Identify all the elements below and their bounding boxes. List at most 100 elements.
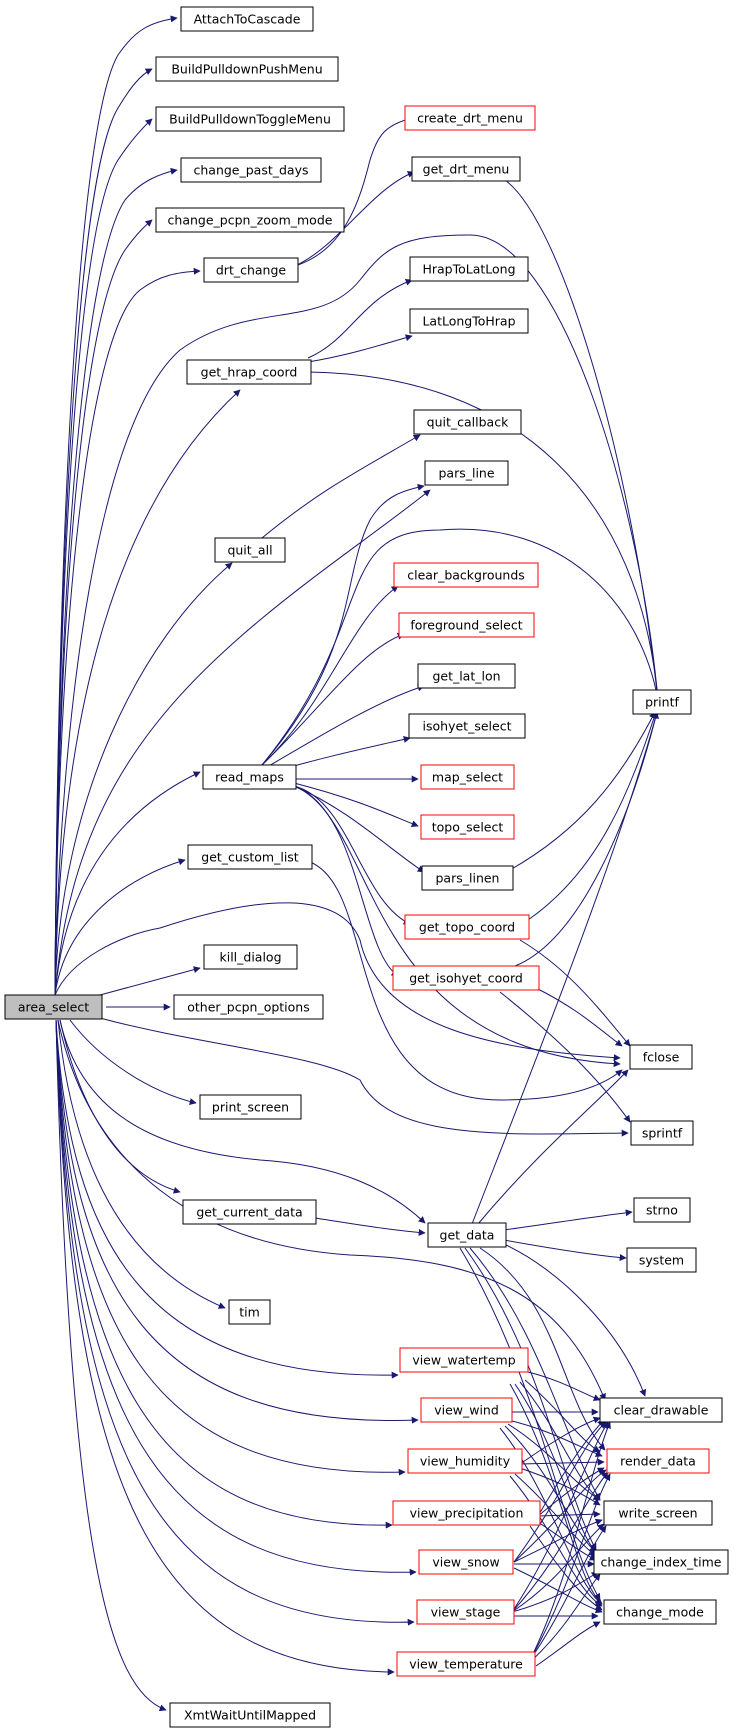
node-box <box>203 944 298 970</box>
edge-view_watertemp-change_mode <box>509 1383 603 1605</box>
node-strno[interactable]: strno <box>633 1197 691 1223</box>
node-system[interactable]: system <box>626 1247 697 1273</box>
edge-area_select-print_screen <box>69 1019 197 1105</box>
node-box <box>626 1247 697 1273</box>
node-get_drt_menu[interactable]: get_drt_menu <box>411 156 521 182</box>
edge-view_stage-write_screen <box>511 1523 605 1613</box>
edge-area_select-tim <box>57 1019 226 1309</box>
node-box <box>180 6 314 32</box>
node-view_stage[interactable]: view_stage <box>416 1599 515 1625</box>
node-label: strno <box>646 1203 678 1218</box>
node-box <box>202 764 297 790</box>
node-LatLongToHrap[interactable]: LatLongToHrap <box>409 308 529 334</box>
node-label: quit_all <box>227 543 272 558</box>
node-quit_callback[interactable]: quit_callback <box>413 409 522 435</box>
node-other_pcpn_options[interactable]: other_pcpn_options <box>173 994 324 1020</box>
node-get_topo_coord[interactable]: get_topo_coord <box>404 914 530 940</box>
node-BuildPulldownPushMenu[interactable]: BuildPulldownPushMenu <box>155 56 339 82</box>
node-view_watertemp[interactable]: view_watertemp <box>399 1347 529 1373</box>
node-box <box>155 106 345 132</box>
node-box <box>186 359 312 385</box>
edge-view_stage-change_index_time <box>511 1571 599 1613</box>
node-label: change_mode <box>616 1605 704 1620</box>
edge-view_precipitation-write_screen <box>537 1510 601 1518</box>
node-pars_linen[interactable]: pars_linen <box>421 865 514 891</box>
node-change_mode[interactable]: change_mode <box>603 1599 717 1625</box>
node-label: change_index_time <box>601 1555 722 1570</box>
node-get_data[interactable]: get_data <box>427 1222 507 1248</box>
node-label: kill_dialog <box>219 950 281 965</box>
edge-get_data-render_data <box>479 1247 606 1451</box>
node-view_snow[interactable]: view_snow <box>418 1549 514 1575</box>
node-label: LatLongToHrap <box>422 314 515 329</box>
node-clear_backgrounds[interactable]: clear_backgrounds <box>393 562 539 588</box>
node-box <box>427 1222 507 1248</box>
node-map_select[interactable]: map_select <box>420 764 515 790</box>
node-box <box>155 207 345 233</box>
node-printf[interactable]: printf <box>632 689 692 715</box>
node-foreground_select[interactable]: foreground_select <box>398 612 535 638</box>
node-change_pcpn_zoom_mode[interactable]: change_pcpn_zoom_mode <box>155 207 345 233</box>
node-pars_line[interactable]: pars_line <box>424 460 509 486</box>
node-isohyet_select[interactable]: isohyet_select <box>408 713 526 739</box>
edge-view_humidity-change_index_time <box>514 1473 597 1557</box>
node-get_custom_list[interactable]: get_custom_list <box>187 844 313 870</box>
node-quit_all[interactable]: quit_all <box>214 537 286 563</box>
node-area_select[interactable]: area_select <box>4 994 103 1020</box>
node-tim[interactable]: tim <box>228 1299 271 1325</box>
node-box <box>404 914 530 940</box>
node-box <box>407 1448 523 1474</box>
node-box <box>629 1044 693 1070</box>
node-get_lat_lon[interactable]: get_lat_lon <box>417 663 516 689</box>
node-get_current_data[interactable]: get_current_data <box>182 1199 317 1225</box>
edge-get_data-change_index_time <box>464 1247 597 1551</box>
edge-get_custom_list-fclose <box>309 861 623 1101</box>
edge-view_temperature-render_data <box>529 1473 611 1661</box>
edge-view_humidity-write_screen <box>519 1467 601 1506</box>
node-box <box>420 1397 513 1423</box>
node-clear_drawable[interactable]: clear_drawable <box>599 1397 723 1423</box>
node-get_isohyet_coord[interactable]: get_isohyet_coord <box>392 965 540 991</box>
edge-area_select-clear_drawable <box>57 1019 606 1401</box>
node-fclose[interactable]: fclose <box>629 1044 693 1070</box>
node-label: XmtWaitUntilMapped <box>184 1708 316 1723</box>
node-box <box>214 537 286 563</box>
node-box <box>187 844 313 870</box>
edge-area_select-BuildPulldownToggleMenu <box>54 118 153 996</box>
node-box <box>203 257 299 283</box>
node-read_maps[interactable]: read_maps <box>202 764 297 790</box>
node-change_past_days[interactable]: change_past_days <box>180 157 322 183</box>
node-create_drt_menu[interactable]: create_drt_menu <box>404 105 536 131</box>
node-drt_change[interactable]: drt_change <box>203 257 299 283</box>
node-AttachToCascade[interactable]: AttachToCascade <box>180 6 314 32</box>
node-get_hrap_coord[interactable]: get_hrap_coord <box>186 359 312 385</box>
node-topo_select[interactable]: topo_select <box>420 814 515 840</box>
node-sprintf[interactable]: sprintf <box>630 1120 694 1146</box>
edge-get_current_data-get_data <box>314 1217 426 1236</box>
node-view_precipitation[interactable]: view_precipitation <box>392 1500 541 1526</box>
node-box <box>404 105 536 131</box>
node-change_index_time[interactable]: change_index_time <box>593 1549 729 1575</box>
node-HrapToLatLong[interactable]: HrapToLatLong <box>409 256 529 282</box>
node-view_temperature[interactable]: view_temperature <box>396 1651 536 1677</box>
node-label: render_data <box>620 1454 696 1469</box>
edge-area_select-view_snow <box>55 1019 417 1576</box>
node-label: view_stage <box>431 1605 501 1620</box>
edge-area_select-view_humidity <box>55 1019 406 1476</box>
node-write_screen[interactable]: write_screen <box>603 1500 713 1526</box>
node-box <box>418 1549 514 1575</box>
node-label: printf <box>645 695 679 710</box>
node-view_wind[interactable]: view_wind <box>420 1397 513 1423</box>
node-BuildPulldownToggleMenu[interactable]: BuildPulldownToggleMenu <box>155 106 345 132</box>
edge-area_select-pars_line <box>54 489 431 996</box>
node-box <box>599 1397 723 1423</box>
node-view_humidity[interactable]: view_humidity <box>407 1448 523 1474</box>
node-print_screen[interactable]: print_screen <box>199 1094 302 1120</box>
edge-area_select-printf <box>54 234 661 996</box>
edge-view_precipitation-render_data <box>537 1467 605 1517</box>
node-kill_dialog[interactable]: kill_dialog <box>203 944 298 970</box>
node-XmtWaitUntilMapped[interactable]: XmtWaitUntilMapped <box>169 1702 331 1728</box>
edge-area_select-change_past_days <box>54 167 178 996</box>
edge-view_humidity-clear_drawable <box>519 1416 601 1465</box>
node-render_data[interactable]: render_data <box>606 1448 710 1474</box>
